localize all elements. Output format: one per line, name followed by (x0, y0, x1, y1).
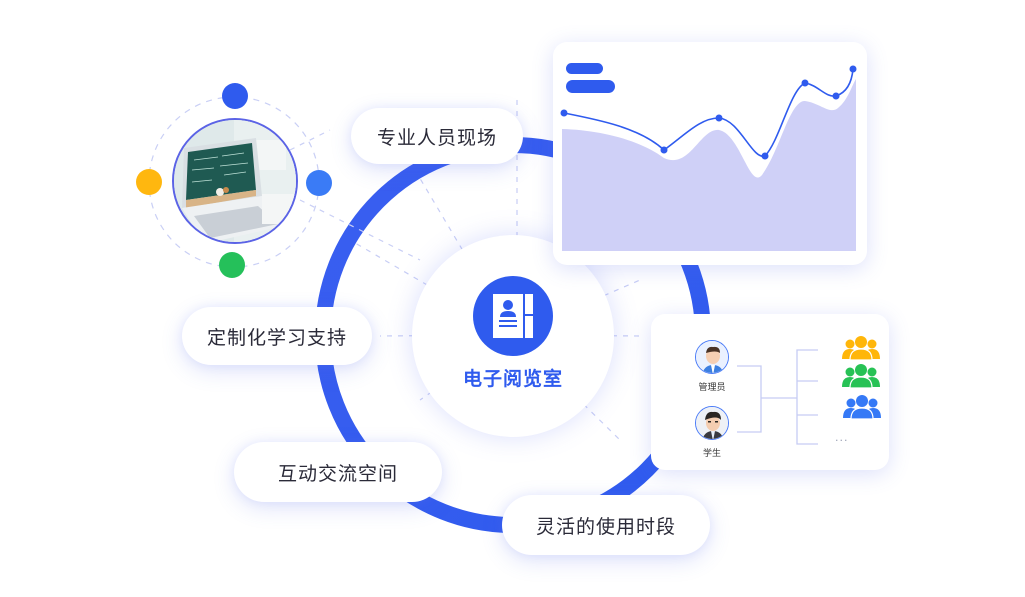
org-card: 管理员 学生 (651, 314, 889, 470)
chart-area (562, 79, 856, 251)
center-hub: 电子阅览室 (412, 235, 614, 437)
chart-points (560, 65, 857, 160)
student-avatar-icon (695, 406, 729, 440)
orbit-dot-bottom (219, 252, 245, 278)
more-groups-ellipsis: ··· (835, 434, 849, 447)
org-connectors (737, 349, 818, 445)
feature-pill-customized: 定制化学习支持 (182, 307, 372, 365)
feature-pill-professional: 专业人员现场 (351, 108, 523, 164)
laptop-photo-icon (174, 120, 296, 242)
photo-circle (172, 118, 298, 244)
chart-card (553, 42, 867, 265)
user-group-icon (842, 336, 880, 361)
feature-label: 专业人员现场 (376, 126, 497, 149)
role-label: 学生 (702, 449, 721, 459)
feature-label: 灵活的使用时段 (535, 515, 676, 538)
legend-bar-2 (566, 80, 615, 93)
feature-pill-interactive: 互动交流空间 (234, 442, 442, 502)
area-line-chart (560, 63, 857, 251)
role-student: 学生 (695, 406, 729, 459)
role-label: 管理员 (698, 383, 726, 393)
feature-label: 定制化学习支持 (206, 326, 347, 349)
user-group-icon (843, 395, 881, 420)
feature-pill-flexible: 灵活的使用时段 (502, 495, 710, 555)
role-admin: 管理员 (695, 340, 729, 393)
orbit-dot-right (306, 170, 332, 196)
legend-bar-1 (566, 63, 603, 74)
orbit-dot-top (222, 83, 248, 109)
feature-label: 互动交流空间 (277, 462, 398, 485)
admin-avatar-icon (695, 340, 729, 374)
center-title: 电子阅览室 (462, 367, 563, 390)
reading-room-book-icon (473, 275, 553, 356)
orbit-dot-left (136, 169, 162, 195)
user-group-icon (842, 364, 880, 389)
